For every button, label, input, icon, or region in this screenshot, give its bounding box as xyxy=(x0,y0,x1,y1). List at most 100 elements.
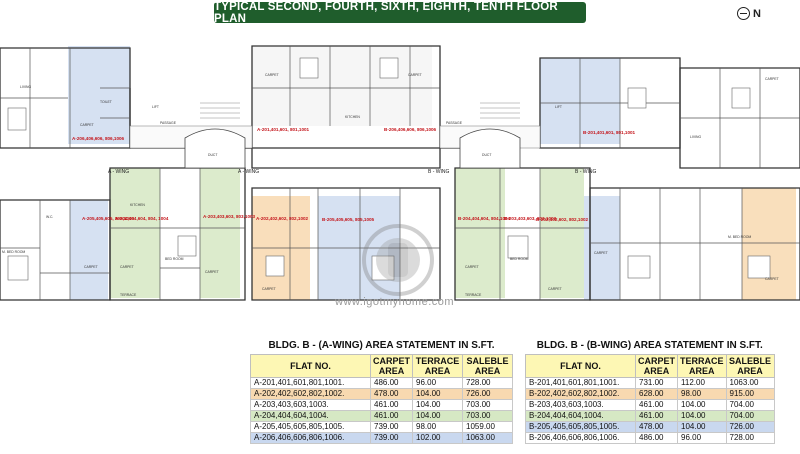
cell-flat: A-203,403,603,1003. xyxy=(250,399,371,411)
room-label: W.C. xyxy=(46,215,53,219)
cell-carpet: 478.00 xyxy=(634,421,679,433)
col-terrace-area: TERRACE AREA xyxy=(677,354,727,378)
a-wing-table-title: BLDG. B - (A-WING) AREA STATEMENT IN S.F… xyxy=(268,340,495,351)
cell-carpet: 478.00 xyxy=(369,388,414,400)
room-label: BED ROOM xyxy=(510,257,529,261)
room-label: CARPET xyxy=(408,73,422,77)
b-wing-table: FLAT NO. CARPET AREA TERRACE AREA SALEBL… xyxy=(525,354,775,444)
col-carpet-area: CARPET AREA xyxy=(369,354,414,378)
cell-carpet: 486.00 xyxy=(634,432,679,444)
zone-b202 xyxy=(742,188,796,300)
col-terrace-area: TERRACE AREA xyxy=(412,354,464,378)
cell-flat: A-201,401,601,801,1001. xyxy=(250,377,371,389)
cell-flat: A-205,405,605,805,1005. xyxy=(250,421,371,433)
cell-carpet: 461.00 xyxy=(634,410,679,422)
room-label: CARPET xyxy=(205,270,219,274)
zone-b203 xyxy=(540,168,584,298)
col-flat-no: FLAT NO. xyxy=(525,354,636,378)
room-label: TERRACE xyxy=(120,293,137,297)
cell-terrace: 96.00 xyxy=(412,377,464,389)
room-label: PASSAGE xyxy=(446,121,463,125)
plan-title: TYPICAL SECOND, FOURTH, SIXTH, EIGHTH, T… xyxy=(214,1,586,25)
wing-label: B - WING xyxy=(428,169,449,175)
a-wing-area-statement: BLDG. B - (A-WING) AREA STATEMENT IN S.F… xyxy=(250,340,514,444)
cell-flat: B-202,402,602,802,1002. xyxy=(525,388,636,400)
zone-a204 xyxy=(110,168,160,298)
cell-terrace: 112.00 xyxy=(677,377,727,389)
partitions xyxy=(0,46,800,300)
room-label: CARPET xyxy=(765,77,779,81)
cell-saleble: 915.00 xyxy=(725,388,775,400)
floor-plan: A - WING A - WING B - WING B - WING A-20… xyxy=(0,28,800,330)
wing-label: A - WING xyxy=(238,169,259,175)
flat-tag: A-205,405,605, 805,1005 xyxy=(82,216,135,221)
cell-saleble: 728.00 xyxy=(725,432,775,444)
room-label: LIVING xyxy=(20,85,31,89)
flat-tag: A-206,406,606, 806,1006 xyxy=(72,136,125,141)
flat-tag: B-206,406,606, 806,1006 xyxy=(384,127,437,132)
col-carpet-area: CARPET AREA xyxy=(634,354,679,378)
zone-top-center xyxy=(252,46,432,126)
cell-carpet: 739.00 xyxy=(369,432,414,444)
cell-terrace: 104.00 xyxy=(677,410,727,422)
cell-flat: B-204,404,604,1004. xyxy=(525,410,636,422)
cell-carpet: 486.00 xyxy=(369,377,414,389)
room-label: CARPET xyxy=(548,287,562,291)
flat-tag: A-204,404,604, 804, 1004 xyxy=(115,216,169,221)
room-label: CARPET xyxy=(262,287,276,291)
room-label: TERRACE xyxy=(465,293,482,297)
room-label: CARPET xyxy=(84,265,98,269)
room-label: TOILET xyxy=(100,100,112,104)
cell-saleble: 1059.00 xyxy=(462,421,514,433)
flat-tag: B-204,404,604, 804,1004 xyxy=(458,216,511,221)
flat-tag: B-202,402,602, 802,1002 xyxy=(536,217,589,222)
room-label: CARPET xyxy=(265,73,279,77)
room-label: CARPET xyxy=(80,123,94,127)
cell-terrace: 104.00 xyxy=(412,399,464,411)
north-label: N xyxy=(753,7,761,20)
cell-carpet: 461.00 xyxy=(369,410,414,422)
cell-saleble: 703.00 xyxy=(462,410,514,422)
cell-saleble: 704.00 xyxy=(725,410,775,422)
room-label: DUCT xyxy=(208,153,217,157)
flat-tag: A-201,401,601, 801,1001 xyxy=(257,127,310,132)
flat-tag: A-202,402,602, 802,1002 xyxy=(256,216,309,221)
cell-saleble: 703.00 xyxy=(462,399,514,411)
watermark-text: www.igotmyhome.com xyxy=(335,296,455,308)
staircases xyxy=(200,102,520,119)
cell-saleble: 726.00 xyxy=(725,421,775,433)
col-flat-no: FLAT NO. xyxy=(250,354,371,378)
cell-terrace: 96.00 xyxy=(677,432,727,444)
flat-tag: B-205,405,605, 805,1005 xyxy=(322,217,375,222)
room-label: M. BED ROOM xyxy=(728,235,751,239)
zone-a204b xyxy=(200,168,240,298)
cell-carpet: 461.00 xyxy=(634,399,679,411)
room-label: BED ROOM xyxy=(165,257,184,261)
zone-b204 xyxy=(455,168,505,298)
b-wing-table-title: BLDG. B - (B-WING) AREA STATEMENT IN S.F… xyxy=(536,340,763,351)
a-wing-table: FLAT NO. CARPET AREA TERRACE AREA SALEBL… xyxy=(250,354,514,444)
col-saleble-area: SALEBLE AREA xyxy=(462,354,514,378)
cell-terrace: 98.00 xyxy=(677,388,727,400)
cell-flat: A-202,402,602,802,1002. xyxy=(250,388,371,400)
zone-a205 xyxy=(70,200,108,300)
cell-flat: B-206,406,606,806,1006. xyxy=(525,432,636,444)
cell-flat: A-204,404,604,1004. xyxy=(250,410,371,422)
cell-saleble: 1063.00 xyxy=(725,377,775,389)
watermark-emblem xyxy=(362,224,434,296)
compass-icon xyxy=(737,7,750,20)
north-indicator: N xyxy=(737,7,761,20)
room-label: KITCHEN xyxy=(130,203,145,207)
cell-saleble: 726.00 xyxy=(462,388,514,400)
room-label: LIFT xyxy=(555,105,562,109)
